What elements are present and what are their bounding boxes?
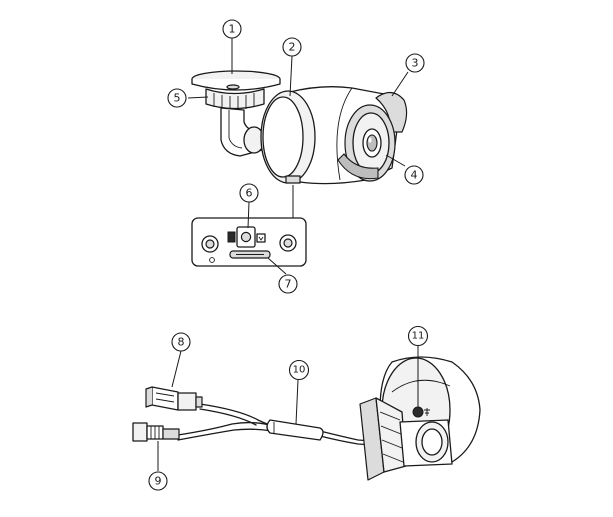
callout-10-label: 10: [293, 365, 306, 376]
callout-10: 10: [288, 359, 310, 381]
rear-mount-bracket: [359, 397, 407, 481]
callout-1: 1: [222, 19, 242, 39]
base-locking-ring: [205, 88, 265, 110]
callout-5: 5: [167, 88, 187, 108]
lens: [362, 128, 382, 158]
callout-5-label: 5: [174, 92, 181, 105]
callout-11-label: 11: [412, 331, 425, 342]
callout-7: 7: [278, 274, 298, 294]
reset-button: [227, 226, 266, 248]
callout-4: 4: [404, 165, 424, 185]
network-interface: [145, 386, 203, 411]
callout-8: 8: [171, 332, 191, 352]
callout-2: 2: [282, 37, 302, 57]
callout-6: 6: [239, 183, 259, 203]
callout-2-label: 2: [289, 41, 296, 54]
rear-cylinder: [399, 419, 453, 467]
callout-6-label: 6: [246, 187, 253, 200]
mounting-base: [191, 70, 281, 91]
bracket-arm: [220, 107, 265, 157]
bottom-latch: [285, 175, 301, 184]
cable-junction: [266, 419, 324, 441]
callout-3-label: 3: [412, 57, 419, 70]
memory-card-slot: [229, 250, 271, 259]
callout-7-label: 7: [285, 278, 292, 291]
power-interface: [132, 422, 180, 442]
callout-8-label: 8: [178, 336, 185, 349]
callout-9-label: 9: [155, 475, 162, 488]
callout-9: 9: [148, 471, 168, 491]
callout-4-label: 4: [411, 169, 418, 182]
sun-shield: [375, 91, 408, 133]
callout-3: 3: [405, 53, 425, 73]
callout-1-label: 1: [229, 23, 236, 36]
callout-11: 11: [407, 325, 429, 347]
leader-lines: [157, 38, 419, 471]
grounding-screw: [412, 406, 430, 418]
